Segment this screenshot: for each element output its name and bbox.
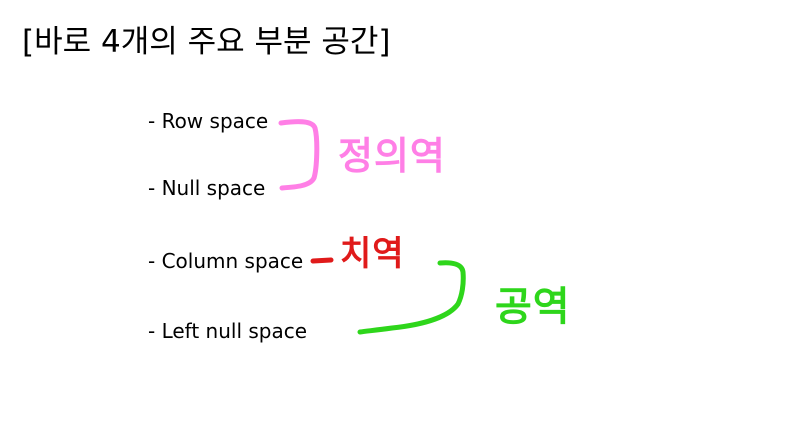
annotation-codomain: 공역 bbox=[495, 284, 571, 330]
pink-bracket-stroke bbox=[278, 119, 320, 191]
item-null-space: - Null space bbox=[148, 176, 266, 200]
annotation-range: 치역 bbox=[340, 234, 405, 274]
red-dash-stroke bbox=[310, 257, 334, 264]
item-row-space: - Row space bbox=[148, 109, 269, 133]
item-column-space: - Column space bbox=[148, 249, 304, 273]
green-bracket-stroke bbox=[357, 260, 466, 335]
annotation-definition-domain: 정의역 bbox=[338, 134, 446, 178]
slide-title: [바로 4개의 주요 부분 공간] bbox=[22, 24, 391, 60]
item-left-null-space: - Left null space bbox=[148, 319, 308, 343]
